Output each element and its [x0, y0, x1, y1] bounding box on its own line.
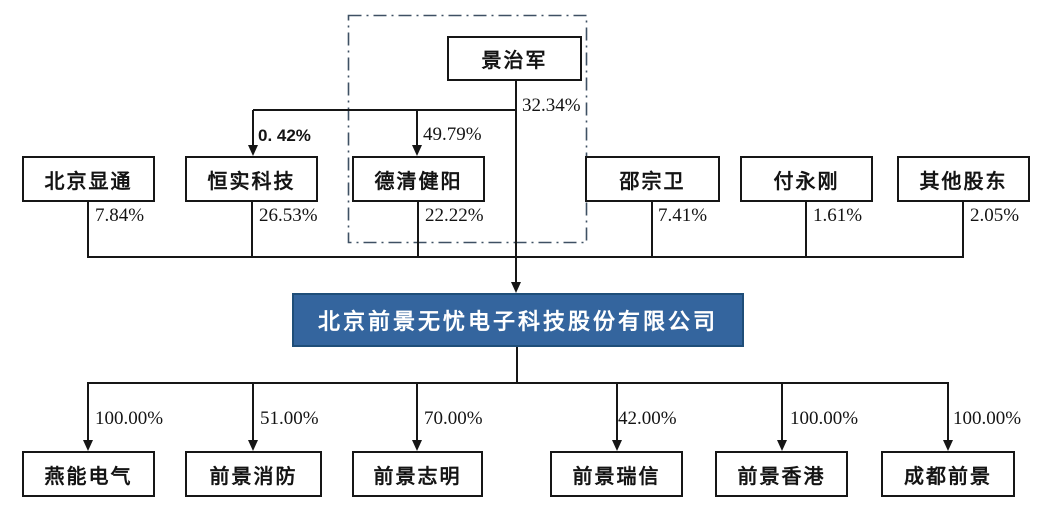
node-fu-yonggang: 付永刚: [740, 156, 873, 202]
connector-group: [87, 81, 964, 442]
arrowheads: [83, 145, 953, 451]
node-chengdu-qianjing: 成都前景: [881, 451, 1015, 497]
pct-deqing-jianyang: 22.22%: [425, 205, 484, 226]
node-yanneng-dianqi: 燕能电气: [22, 451, 155, 497]
node-other-shareholders: 其他股东: [897, 156, 1030, 202]
pct-yanneng-dianqi: 100.00%: [95, 408, 164, 429]
pct-beijing-xiantong: 7.84%: [95, 205, 145, 226]
node-qianjing-ruixin: 前景瑞信: [550, 451, 683, 497]
node-qianjing-zhiming: 前景志明: [352, 451, 483, 497]
pct-root-to-company: 32.34%: [522, 95, 581, 116]
pct-root-to-hengshi: 0. 42%: [258, 126, 311, 145]
pct-root-to-deqing: 49.79%: [423, 124, 482, 145]
pct-qianjing-zhiming: 70.00%: [424, 408, 483, 429]
pct-other-shareholders: 2.05%: [970, 205, 1020, 226]
node-hengshi-keji: 恒实科技: [185, 156, 318, 202]
pct-chengdu-qianjing: 100.00%: [953, 408, 1022, 429]
node-shao-zongwei: 邵宗卫: [585, 156, 720, 202]
pct-fu-yonggang: 1.61%: [813, 205, 863, 226]
pct-qianjing-ruixin: 42.00%: [618, 408, 677, 429]
node-qianjing-xiaofang: 前景消防: [185, 451, 322, 497]
pct-qianjing-xiaofang: 51.00%: [260, 408, 319, 429]
control-group-outline: [347, 14, 588, 244]
node-qianjing-xianggang: 前景香港: [715, 451, 848, 497]
node-beijing-xiantong: 北京显通: [22, 156, 155, 202]
node-deqing-jianyang: 德清健阳: [352, 156, 485, 202]
pct-qianjing-xianggang: 100.00%: [790, 408, 859, 429]
pct-shao-zongwei: 7.41%: [658, 205, 708, 226]
node-company: 北京前景无忧电子科技股份有限公司: [292, 293, 744, 347]
pct-hengshi-keji: 26.53%: [259, 205, 318, 226]
node-jing-zhijun: 景治军: [447, 36, 582, 81]
